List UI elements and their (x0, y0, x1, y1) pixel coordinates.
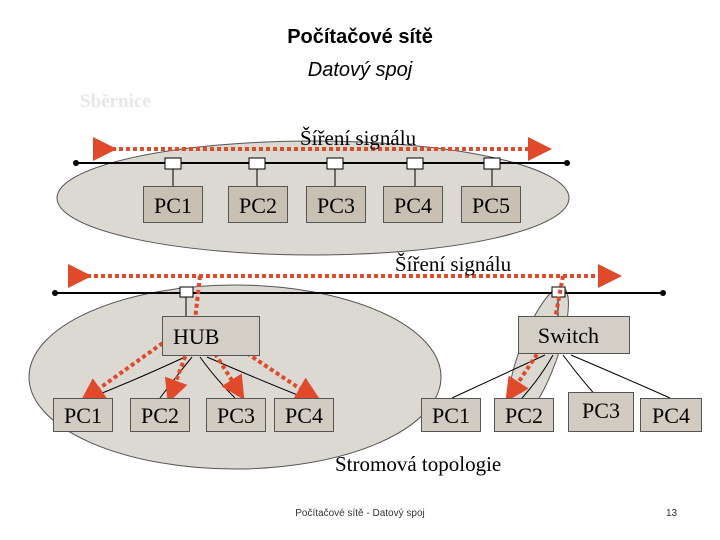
switch-pc-3: PC3 (568, 392, 634, 432)
switch-pc-1: PC1 (421, 398, 481, 432)
hub-pc-3: PC3 (206, 398, 266, 432)
bus-pc-5: PC5 (461, 186, 521, 223)
switch-links (451, 354, 671, 399)
hub-pc-1: PC1 (53, 398, 113, 432)
switch-device: Switch (518, 316, 630, 354)
footer-text: Počítačové sítě - Datový spoj (295, 508, 425, 519)
bus-signal-label: Šíření signálu (300, 126, 417, 150)
bus-pc-3: PC3 (306, 186, 366, 223)
switch-pc-4: PC4 (640, 398, 702, 432)
page-title: Počítačové sítě (287, 26, 433, 48)
page-subtitle: Datový spoj (307, 59, 413, 81)
bus-terminator-right (564, 160, 570, 166)
hub-pc-2: PC2 (130, 398, 190, 432)
bus-pc-1: PC1 (143, 186, 203, 223)
backbone-signal-label: Šíření signálu (395, 252, 512, 276)
switch-pc-2: PC2 (494, 398, 554, 432)
page-number: 13 (666, 508, 678, 519)
tree-topology-caption: Stromová topologie (335, 452, 502, 476)
hub-network-ellipse (28, 284, 442, 470)
hub-pc-4: PC4 (274, 398, 334, 432)
bus-topology-label: Sběrnice (80, 91, 151, 112)
backbone-terminator-right (660, 290, 666, 296)
hub-device: HUB (162, 316, 260, 356)
bus-pc-4: PC4 (383, 186, 443, 223)
bus-pc-2: PC2 (228, 186, 288, 223)
backbone-terminator-left (52, 290, 58, 296)
bus-terminator-left (73, 160, 79, 166)
